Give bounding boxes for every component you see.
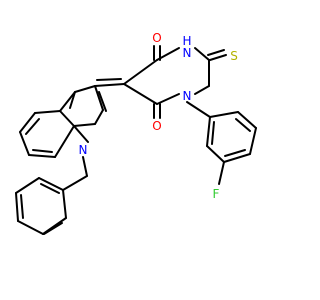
- bond: [73, 125, 89, 143]
- bond: [209, 111, 239, 118]
- bond: [17, 220, 44, 235]
- atom-labels: O H N S N O N F: [79, 31, 238, 201]
- bond: [94, 83, 125, 87]
- bond: [224, 149, 246, 157]
- bond: [186, 101, 211, 118]
- bond: [40, 183, 60, 194]
- bond: [94, 109, 104, 125]
- bond: [94, 85, 104, 111]
- bond: [237, 111, 257, 129]
- sulfur-label: S: [230, 49, 238, 63]
- bonds: [15, 45, 257, 235]
- bond: [211, 121, 215, 145]
- bond: [19, 112, 36, 133]
- bond: [43, 222, 63, 235]
- bond: [194, 47, 210, 61]
- bond: [73, 123, 96, 127]
- bond: [15, 177, 40, 194]
- oxygen-label-bottom: O: [152, 119, 161, 133]
- bond: [218, 161, 225, 185]
- bond: [15, 192, 19, 222]
- bond: [74, 85, 96, 93]
- bond: [98, 91, 107, 112]
- bond: [206, 145, 225, 163]
- bond: [19, 131, 30, 156]
- hydrogen-label: H: [182, 34, 191, 48]
- bond: [206, 116, 211, 147]
- fluorine-label: F: [213, 187, 220, 201]
- bond: [62, 189, 67, 219]
- nitrogen-label-ring: N: [183, 89, 192, 103]
- bond: [223, 153, 251, 163]
- oxygen-label-top: O: [152, 31, 161, 45]
- bond: [156, 93, 180, 105]
- nitrogen-label-nh: N: [183, 46, 192, 60]
- bond: [62, 175, 88, 191]
- bond: [34, 110, 61, 114]
- nitrogen-label-indole: N: [79, 143, 88, 157]
- molecule-diagram: O H N S N O N F: [15, 31, 257, 235]
- bond: [32, 149, 53, 153]
- bond: [59, 110, 75, 127]
- bond: [38, 177, 64, 191]
- bond: [123, 83, 158, 105]
- bond: [59, 91, 76, 112]
- bond: [209, 54, 227, 61]
- bond: [28, 154, 56, 158]
- bond: [235, 118, 251, 132]
- bond: [194, 85, 210, 95]
- bond: [82, 156, 88, 177]
- bond: [207, 49, 225, 56]
- bond: [123, 59, 158, 85]
- bond: [20, 194, 24, 219]
- bond: [96, 78, 122, 81]
- bond: [54, 125, 75, 158]
- bond: [249, 127, 257, 155]
- bond: [25, 118, 40, 135]
